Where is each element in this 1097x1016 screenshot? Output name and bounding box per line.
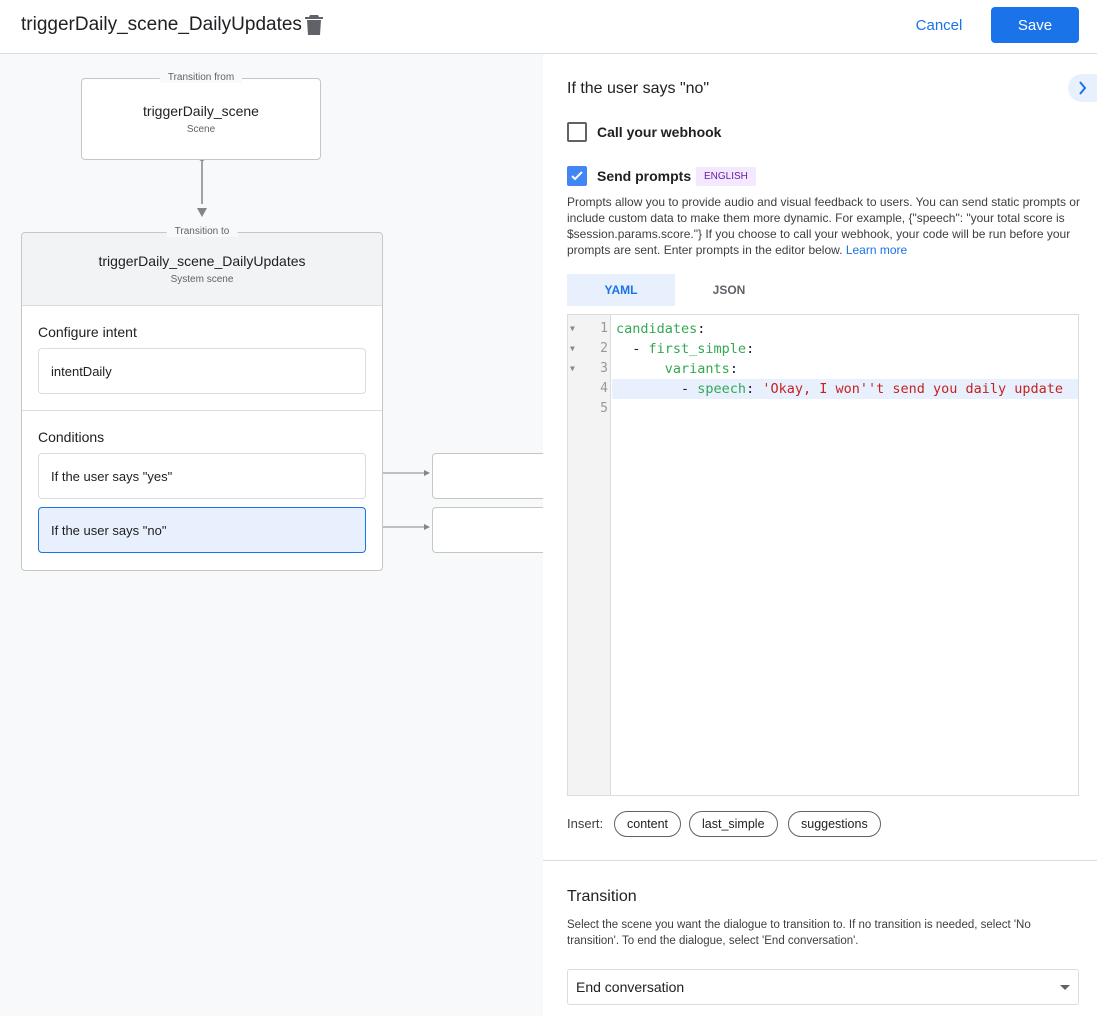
learn-more-link[interactable]: Learn more [845, 243, 908, 257]
fold-arrow-icon[interactable]: ▼ [570, 344, 575, 353]
check-icon [571, 171, 583, 181]
transition-to-node: Transition to triggerDaily_scene_DailyUp… [21, 226, 383, 571]
line-number: 1 [600, 321, 608, 336]
cancel-button[interactable]: Cancel [905, 8, 973, 42]
insert-chip-content[interactable]: content [614, 811, 682, 837]
node-legend: Transition to [166, 226, 238, 237]
transition-selected: End conversation [576, 979, 685, 995]
code-text: candidates: [616, 321, 706, 337]
node-type: System scene [170, 274, 234, 285]
delete-icon[interactable] [305, 15, 323, 35]
prompts-description: Prompts allow you to provide audio and v… [567, 194, 1082, 258]
language-badge: ENGLISH [696, 167, 756, 186]
condition-no-target[interactable] [432, 507, 543, 553]
condition-panel: If the user says "no" Call your webhook … [543, 54, 1097, 1016]
line-number: 3 [600, 361, 608, 376]
code-text: - speech: 'Okay, I won''t send you daily… [612, 379, 1078, 399]
fold-arrow-icon[interactable]: ▼ [570, 364, 575, 373]
tab-json[interactable]: JSON [712, 283, 746, 297]
transition-select[interactable]: End conversation [567, 969, 1079, 1005]
code-line[interactable]: 4 - speech: 'Okay, I won''t send you dai… [568, 379, 1078, 399]
code-editor[interactable]: ▼ 1 candidates: ▼ 2 - first_simple: ▼ 3 varian… [567, 314, 1079, 796]
dropdown-arrow-icon [1060, 985, 1070, 990]
insert-chip-last-simple[interactable]: last_simple [689, 811, 778, 837]
tab-yaml[interactable]: YAML [567, 274, 675, 306]
condition-no[interactable]: If the user says "no" [38, 507, 366, 553]
node-name: triggerDaily_scene [143, 103, 259, 119]
configure-intent-title: Configure intent [38, 324, 137, 340]
chevron-right-icon [1079, 81, 1087, 95]
node-name: triggerDaily_scene_DailyUpdates [98, 253, 306, 269]
code-line[interactable]: ▼ 2 - first_simple: [568, 339, 1078, 359]
panel-title: If the user says "no" [567, 80, 710, 97]
code-line[interactable]: ▼ 3 variants: [568, 359, 1078, 379]
line-number: 2 [600, 341, 608, 356]
expand-panel-button[interactable] [1068, 74, 1097, 102]
transition-description: Select the scene you want the dialogue t… [567, 919, 1031, 947]
save-button[interactable]: Save [991, 7, 1079, 43]
code-line[interactable]: ▼ 1 candidates: [568, 319, 1078, 339]
node-legend: Transition from [159, 72, 243, 83]
header: triggerDaily_scene_DailyUpdates Cancel S… [0, 0, 1097, 54]
line-number: 5 [600, 401, 608, 416]
insert-chip-suggestions[interactable]: suggestions [788, 811, 881, 837]
webhook-label: Call your webhook [597, 124, 722, 140]
code-line[interactable]: 5 [568, 399, 1078, 419]
page-title: triggerDaily_scene_DailyUpdates [21, 14, 302, 35]
send-prompts-checkbox[interactable] [567, 166, 587, 186]
line-number: 4 [600, 381, 608, 396]
description-text: Prompts allow you to provide audio and v… [567, 195, 1080, 257]
flow-canvas: Transition from triggerDaily_scene Scene… [0, 54, 543, 1016]
send-prompts-label: Send prompts [597, 168, 692, 184]
condition-yes[interactable]: If the user says "yes" [38, 453, 366, 499]
node-type: Scene [186, 124, 216, 135]
conditions-title: Conditions [38, 429, 105, 445]
webhook-checkbox[interactable] [567, 122, 587, 142]
code-text: variants: [664, 361, 738, 377]
condition-yes-target[interactable] [432, 453, 543, 499]
intent-item[interactable]: intentDaily [38, 348, 366, 394]
transition-title: Transition [567, 888, 637, 905]
code-text: - first_simple: [616, 341, 755, 357]
transition-from-node[interactable]: Transition from triggerDaily_scene Scene [81, 72, 321, 160]
divider [543, 860, 1097, 861]
insert-label: Insert: [567, 816, 604, 831]
fold-arrow-icon[interactable]: ▼ [570, 324, 575, 333]
